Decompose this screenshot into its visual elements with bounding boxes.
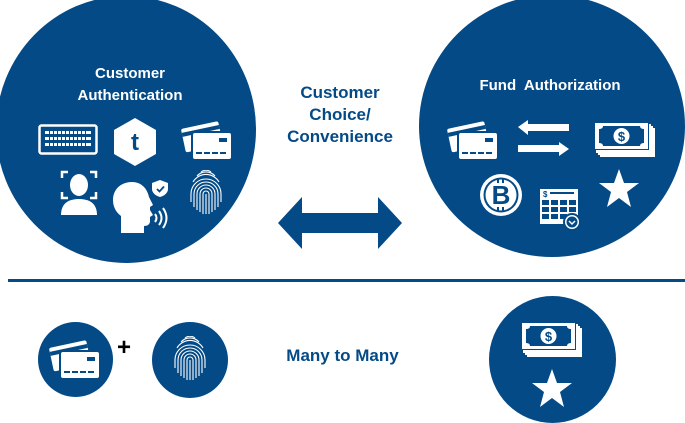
credit-cards-icon [181,117,233,163]
svg-text:$: $ [618,129,626,144]
customer-authentication-title: Customer Authentication [40,63,220,107]
center-line-1: Customer [300,83,380,102]
section-divider [8,279,685,282]
fingerprint-icon [172,336,208,384]
transfer-arrows-icon [518,120,570,158]
center-line-3: Convenience [287,127,393,146]
cash-stack-icon: $ [594,122,656,158]
svg-text:$: $ [543,190,548,199]
fingerprint-icon [188,170,224,218]
star-icon [598,168,640,210]
payment-calendar-icon: $ [539,188,583,232]
star-icon [531,368,573,410]
title-line-2: Authentication [77,87,183,104]
customer-choice-label: Customer Choice/ Convenience [255,82,425,148]
center-line-2: Choice/ [309,105,371,124]
bitcoin-icon: B [478,172,524,218]
voice-recognition-icon [112,180,174,234]
svg-text:t: t [131,129,139,156]
plus-sign: + [117,334,132,361]
credit-cards-icon [49,336,101,382]
keyboard-icon [38,124,98,156]
double-arrow-icon [278,197,402,249]
cash-star-circle [489,296,616,423]
svg-text:B: B [492,180,511,210]
svg-text:$: $ [545,329,553,344]
many-to-many-label: Many to Many [286,346,399,365]
title-line-1: Customer [94,65,165,82]
credit-cards-icon [447,117,499,163]
cash-stack-icon: $ [521,322,583,358]
fund-authorization-title: Fund Authorization [479,77,621,94]
face-recognition-icon [58,168,100,216]
token-t-icon: t [113,117,157,167]
